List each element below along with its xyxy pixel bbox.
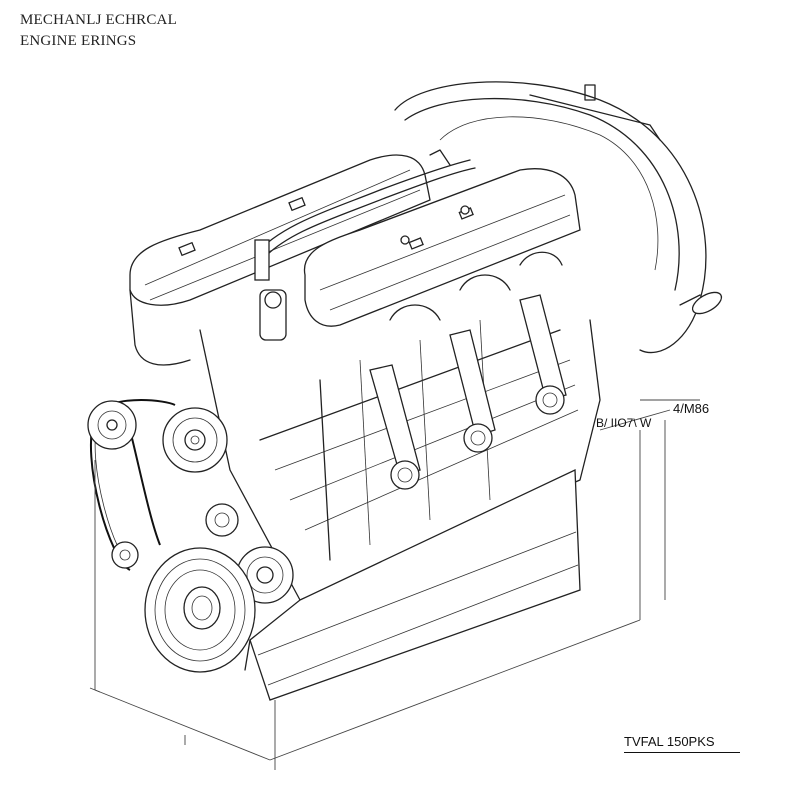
rocker-cover-right: [303, 168, 581, 327]
total-underline: [624, 752, 740, 753]
total-label: TVFAL 150PKS: [624, 734, 715, 749]
alternator-pulley: [162, 407, 228, 473]
idler-pulley-top: [87, 400, 137, 450]
crankshaft-pulley: [144, 547, 256, 673]
bellhousing: [394, 81, 723, 354]
drawing-title-line-2: ENGINE ERINGS: [20, 33, 137, 49]
intake-runners: [369, 251, 567, 490]
oil-pan: [244, 468, 581, 701]
rocker-cover-left: [129, 154, 431, 366]
drawing-title-line-1: MECHANLJ ECHRCAL: [20, 12, 177, 28]
dimension-label-side: B/ IIO7\ W: [596, 416, 652, 430]
dimension-lines: [89, 399, 700, 770]
small-pulley: [111, 503, 239, 569]
dimension-label-right: 4/M86: [673, 401, 710, 416]
fuel-rail: [254, 149, 476, 341]
